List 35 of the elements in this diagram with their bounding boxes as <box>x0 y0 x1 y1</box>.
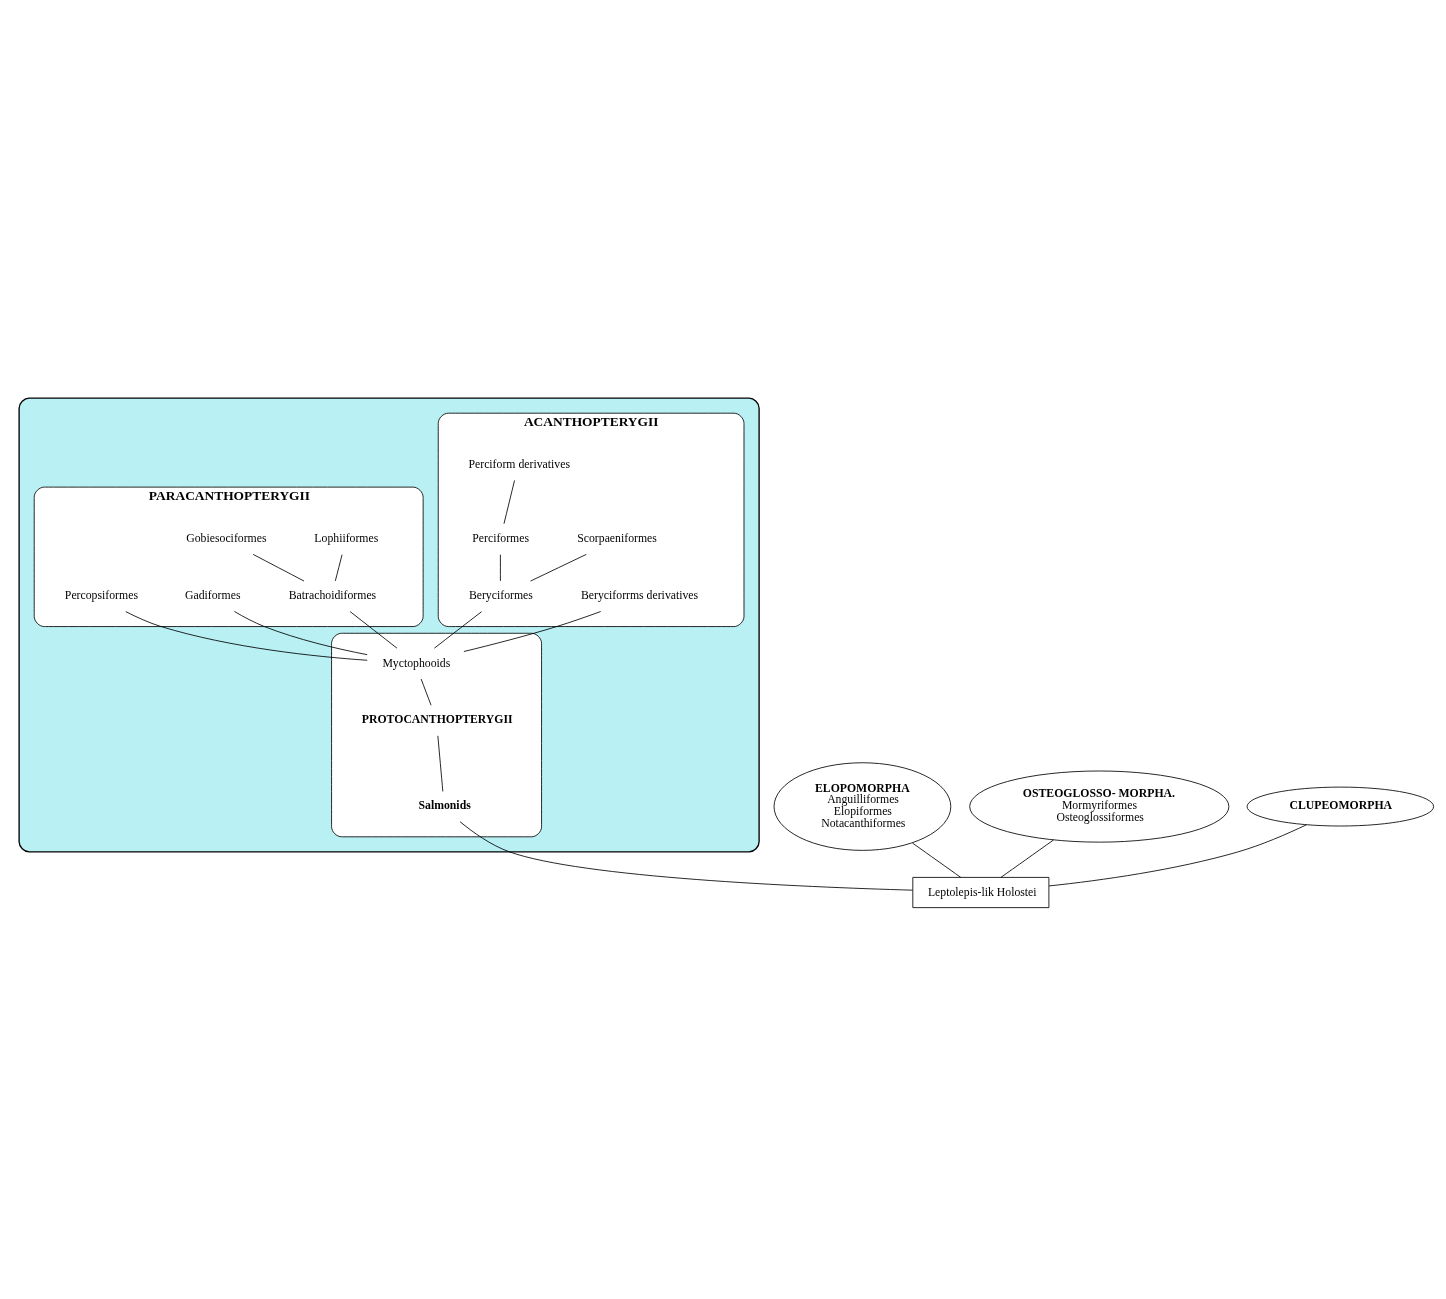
connector <box>420 678 432 706</box>
connector <box>349 611 398 649</box>
connector <box>459 821 914 891</box>
connector <box>1048 824 1307 887</box>
connector <box>252 553 305 582</box>
cluster <box>331 632 542 838</box>
connector <box>234 611 368 656</box>
node-text: Gobiesociformes <box>186 532 267 546</box>
connector <box>912 842 962 878</box>
node-text: Perciform derivatives <box>468 458 570 472</box>
node-text: Perciformes <box>472 532 530 546</box>
node-text: Gadiformes <box>185 589 241 603</box>
node-ellipse: CLUPEOMORPHA <box>1246 786 1435 827</box>
node-text: Batrachoidiformes <box>288 589 377 603</box>
node-text: Myctophooids <box>382 656 451 670</box>
node-text: Percopsiformes <box>64 589 138 603</box>
connector <box>437 735 444 792</box>
node-box: Leptolepis-lik Holostei <box>912 877 1050 909</box>
cluster <box>18 397 760 853</box>
node-text: Salmonids <box>418 798 471 812</box>
connector <box>125 611 368 661</box>
node-text: PROTOCANTHOPTERYGII <box>361 712 513 726</box>
connector <box>1000 839 1054 878</box>
connector <box>499 554 501 582</box>
connector <box>433 611 483 649</box>
node-ellipse: ELOPOMORPHA Anguilliformes Elopiformes Notacanthiformes <box>773 762 952 851</box>
connector <box>503 480 515 525</box>
node-text: Lophiiformes <box>314 532 379 546</box>
connector <box>530 553 587 582</box>
node-ellipse: OSTEOGLOSSO- MORPHA. Mormyriformes Osteoglossiformes <box>969 770 1230 843</box>
node-text: Scorpaeniformes <box>577 532 657 546</box>
node-text: Beryciforrms derivatives <box>581 589 699 603</box>
connector <box>334 554 343 582</box>
connector <box>463 611 602 652</box>
node-text: Beryciformes <box>468 589 533 603</box>
